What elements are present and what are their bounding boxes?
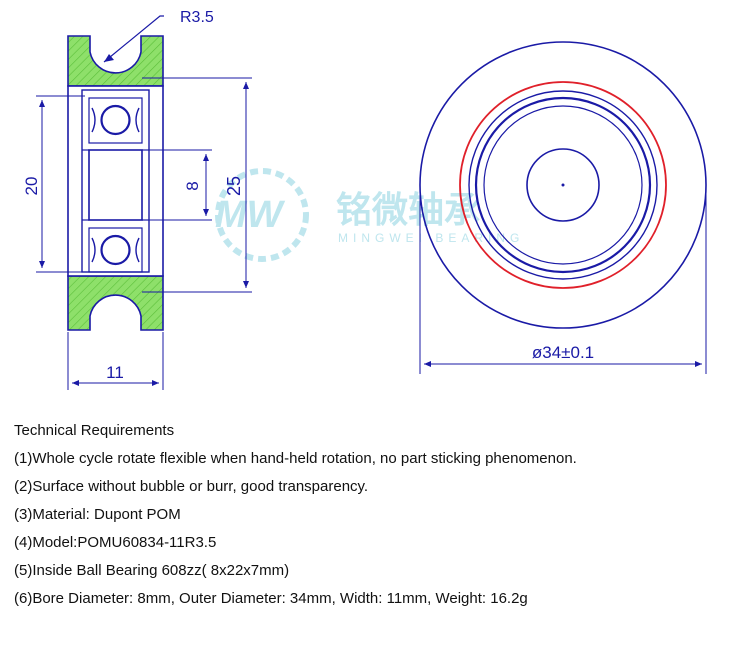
dim-diameter-label: ø34±0.1	[532, 343, 594, 362]
dim-8-label: 8	[183, 181, 202, 190]
technical-drawing: MW 铭微轴承 MINGWEI BEARING	[22, 9, 707, 390]
upper-ball	[88, 97, 143, 144]
dim-11-label: 11	[106, 363, 124, 382]
red-circle	[459, 81, 667, 289]
technical-requirements: Technical Requirements (1)Whole cycle ro…	[14, 417, 734, 613]
watermark-logo: MW	[215, 194, 286, 236]
requirements-heading: Technical Requirements	[14, 422, 175, 439]
front-circular-view: ø34±0.1	[419, 41, 707, 374]
dim-25-label: 25	[224, 176, 244, 196]
requirement-item: (1)Whole cycle rotate flexible when hand…	[14, 450, 577, 467]
dim-8: 8	[142, 149, 212, 221]
dim-25: 25	[142, 77, 252, 293]
top-flange-hatch	[67, 35, 164, 87]
requirement-item: (4)Model:POMU60834-11R3.5	[14, 534, 217, 551]
requirement-item: (2)Surface without bubble or burr, good …	[14, 478, 369, 495]
bottom-flange-hatch	[67, 275, 164, 331]
requirement-item: (6)Bore Diameter: 8mm, Outer Diameter: 3…	[14, 590, 528, 607]
requirement-item: (3)Material: Dupont POM	[14, 506, 181, 523]
watermark-english: MINGWEI BEARING	[338, 231, 524, 245]
watermark: MW 铭微轴承 MINGWEI BEARING	[215, 168, 524, 262]
dim-11: 11	[67, 332, 164, 390]
dim-20: 20	[22, 95, 85, 273]
requirement-item: (5)Inside Ball Bearing 608zz( 8x22x7mm)	[14, 562, 290, 579]
dim-diameter: ø34±0.1	[419, 185, 707, 374]
lower-ball	[88, 227, 143, 273]
dim-r35: R3.5	[103, 9, 214, 63]
dim-r35-label: R3.5	[180, 9, 214, 26]
side-section-view: 20 8 25 11 R3.5	[22, 9, 252, 390]
watermark-chinese: 铭微轴承	[336, 190, 480, 231]
dim-20-label: 20	[22, 177, 41, 196]
